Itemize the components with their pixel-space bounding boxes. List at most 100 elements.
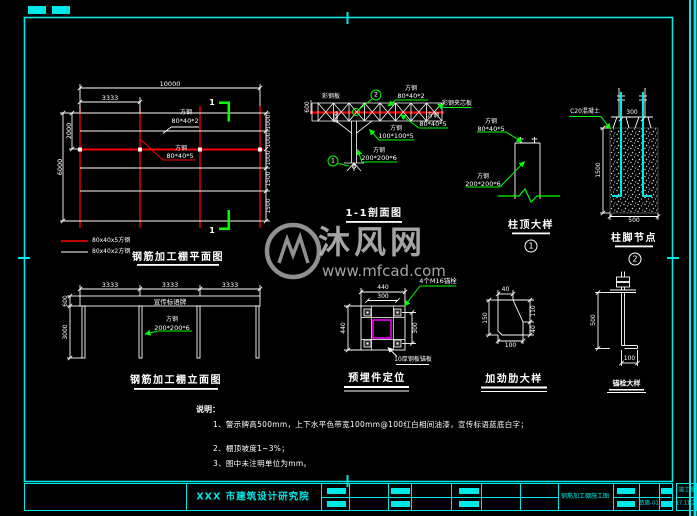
redacted-block <box>391 488 410 494</box>
rib-dim-bottom: 100 <box>504 341 517 349</box>
embed-plate-lines <box>344 288 429 365</box>
section-label-size: 80*40*5 <box>419 119 447 128</box>
concrete-block <box>609 127 659 214</box>
plan-dim-bay: 3333 <box>101 93 119 102</box>
section-sandwich-label: 彩钢夹芯板 <box>441 99 473 107</box>
elevation-dim-beam: 600 <box>62 295 69 307</box>
footing-dim-width: 500 <box>628 217 640 224</box>
white-leaders <box>387 347 398 357</box>
redacted-block <box>661 501 673 507</box>
bolt-title: 锚栓大样 <box>612 379 641 388</box>
mfcad-logo <box>264 222 322 280</box>
plan-dim-upper: 2000 <box>64 122 73 140</box>
section-label-size: 80*40*2 <box>397 91 425 100</box>
bolt-dim-hook: 100 <box>623 355 636 362</box>
coltop-label-size: 80*40*5 <box>477 124 505 133</box>
elevation-band-text: 宣传标语牌 <box>153 297 187 306</box>
plan-label-mid-name: 方钢 <box>174 145 188 152</box>
watermark-site-name: 沐风网 <box>318 223 427 261</box>
embed-dim-outer-h: 440 <box>340 322 347 334</box>
redacted-block <box>327 501 346 507</box>
elevation-bay-dim: 3333 <box>101 280 119 289</box>
section-label-name: 方钢 <box>372 147 386 154</box>
anchor-bolts-cyan <box>612 92 652 197</box>
legend-red-label: 80x40x5方钢 <box>92 237 131 244</box>
coltop-label-name: 方钢 <box>484 118 498 125</box>
plan-dim-total-width: 10000 <box>159 79 181 88</box>
section-title: 1-1剖面图 <box>345 208 403 219</box>
section-callout-2: 2 <box>370 89 382 101</box>
stampbox-divider <box>677 497 696 498</box>
elevation-bay-dim: 3333 <box>161 280 179 289</box>
section-panel-label: 彩钢板 <box>321 93 341 100</box>
section-label-size: 100*100*5 <box>378 131 414 140</box>
coltop-label-size: 200*200*6 <box>465 179 501 188</box>
titlebar-divider <box>613 497 671 498</box>
section-dim-500: 500 <box>333 111 340 123</box>
footing-dim-top: 300 <box>626 109 638 116</box>
plan-node-markers <box>78 147 262 152</box>
coltop-label-name: 方钢 <box>476 173 490 180</box>
drawing-name: 钢筋加工棚施工图 <box>560 493 610 500</box>
note-item: 1、警示牌高500mm，上下水平色带宽100mm@100红白相间油漆，宣传标语蓝… <box>213 420 529 429</box>
sheet-number: 结施-01 <box>639 500 659 507</box>
redacted-block <box>391 501 410 507</box>
embed-dim-outer-w: 440 <box>377 284 389 291</box>
plan-red-members <box>61 106 444 242</box>
plan-dim-total-height: 6000 <box>55 158 64 176</box>
sheet-frame <box>18 0 697 516</box>
plan-label-top-size: 80*40*2 <box>171 116 199 125</box>
rib-dim-right-bottom: 40 <box>529 324 537 333</box>
redacted-block <box>617 488 635 494</box>
embed-anchor-label: 4个M16锚栓 <box>419 276 457 285</box>
footing-concrete-label: C20混凝土 <box>570 107 600 115</box>
rib-dim-right-top: 110 <box>529 305 537 317</box>
rib-lines <box>486 290 534 344</box>
elevation-title: 钢筋加工棚立面图 <box>130 375 222 386</box>
drawing-date: 17.11.24 <box>675 500 697 507</box>
plan-right-dim: 1000 <box>265 114 272 130</box>
plan-label-mid-size: 80*40*5 <box>166 151 194 160</box>
embed-dim-inner-h: 300 <box>412 322 419 334</box>
plan-white-lines <box>60 84 270 253</box>
rib-dim-left: 150 <box>481 311 489 324</box>
dim-ticks <box>60 85 661 366</box>
plan-title: 钢筋加工棚平面图 <box>132 252 224 263</box>
legend-white-label: 80x40x2方钢 <box>92 248 131 255</box>
stamp-label: 竣工图 <box>678 486 696 493</box>
elevation-label-size: 200*200*6 <box>154 323 190 332</box>
elevation-dim-column: 3000 <box>62 324 69 340</box>
redacted-block <box>661 488 673 494</box>
layout-tab <box>52 6 70 14</box>
note-item: 3、图中未注明单位为mm。 <box>213 459 312 468</box>
coltop-title: 柱顶大样 <box>508 220 554 231</box>
stamp-box: 竣工图 17.11.24 <box>676 483 697 511</box>
plan-right-dim: 1500 <box>265 198 272 214</box>
footing-title: 柱脚节点 <box>611 233 657 244</box>
notes-heading: 说明： <box>196 405 220 414</box>
footing-callout: 2 <box>628 252 642 266</box>
title-underlines <box>134 221 653 393</box>
embed-anchor-squares <box>363 308 402 348</box>
redacted-block <box>327 488 346 494</box>
section-truss <box>310 100 443 172</box>
embed-plate-label: 10厚钢板锚板 <box>394 355 432 363</box>
plan-right-dim: 1000 <box>265 150 272 166</box>
redacted-block <box>459 488 479 494</box>
embed-column-outline <box>372 319 392 339</box>
plan-right-dim: 1000 <box>265 132 272 148</box>
bolt-dim-length: 500 <box>590 314 597 326</box>
layout-tab <box>28 6 46 14</box>
plan-right-dim: 1500 <box>265 171 272 187</box>
section-dim-600: 600 <box>304 101 311 113</box>
titlebar-divider <box>186 484 187 510</box>
note-item: 2、棚顶坡度1~3%； <box>213 444 290 453</box>
footing-white-lines <box>600 88 659 220</box>
footing-dim-height: 1500 <box>595 162 602 178</box>
coltop-callout: 1 <box>524 239 538 253</box>
watermark-url: www.mfcad.com <box>322 262 446 280</box>
section-mark-bottom: 1 <box>209 226 215 235</box>
redacted-block <box>459 501 479 507</box>
